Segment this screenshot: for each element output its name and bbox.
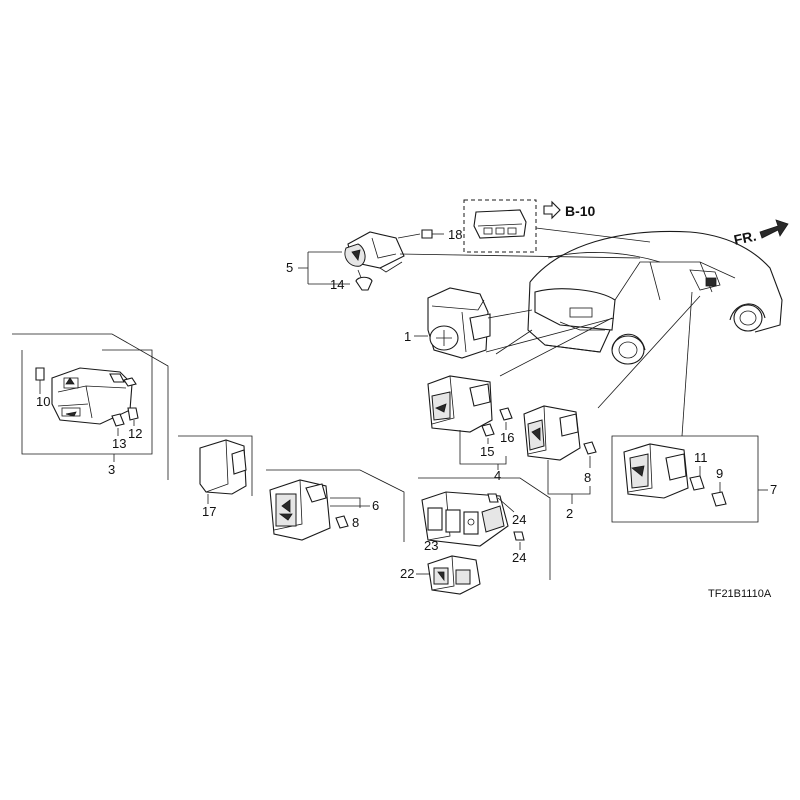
reference-box [463,199,537,253]
callout-2: 2 [566,506,573,521]
reference-b10-group: B-10 [463,199,651,253]
callout-15: 15 [480,444,494,459]
blank-cover-17: 17 [178,435,253,519]
reference-arrow-icon [543,200,561,220]
callout-16: 16 [500,430,514,445]
callout-17: 17 [202,504,216,519]
mirror-switch-assembly: 1 [404,287,615,359]
callout-24-upper: 24 [512,512,526,527]
switch-assembly-2: 8 2 [523,295,701,521]
callout-18: 18 [448,227,462,242]
callout-8-left: 8 [352,515,359,530]
callout-11: 11 [694,450,708,465]
callout-10: 10 [36,394,50,409]
callout-7: 7 [770,482,777,497]
figure-code: TF21B1110A [708,588,772,600]
switch-assembly-4: 15 16 4 [427,317,613,483]
reference-label: B-10 [565,203,596,219]
callout-12: 12 [128,426,142,441]
callout-3: 3 [108,462,115,477]
callout-23: 23 [424,538,438,553]
callout-5: 5 [286,260,293,275]
switch-panel-group: 24 24 23 22 [400,477,551,595]
switch-group-3: 10 13 12 3 [12,333,169,480]
callout-24-lower: 24 [512,550,526,565]
hazard-switch-assembly: 18 5 14 [286,227,641,292]
callout-9: 9 [716,466,723,481]
callout-4: 4 [494,468,501,483]
switch-assembly-6: 8 6 [266,469,405,542]
vehicle-illustration [527,230,783,365]
callout-6: 6 [372,498,379,513]
fr-arrow-icon [759,219,789,239]
fr-label: FR. [732,228,757,248]
front-direction-indicator: FR. [732,219,789,248]
switch-group-7: 11 9 7 [611,291,777,523]
callout-14: 14 [330,277,344,292]
callout-8-right: 8 [584,470,591,485]
callout-22: 22 [400,566,414,581]
callout-1: 1 [404,329,411,344]
callout-13: 13 [112,436,126,451]
